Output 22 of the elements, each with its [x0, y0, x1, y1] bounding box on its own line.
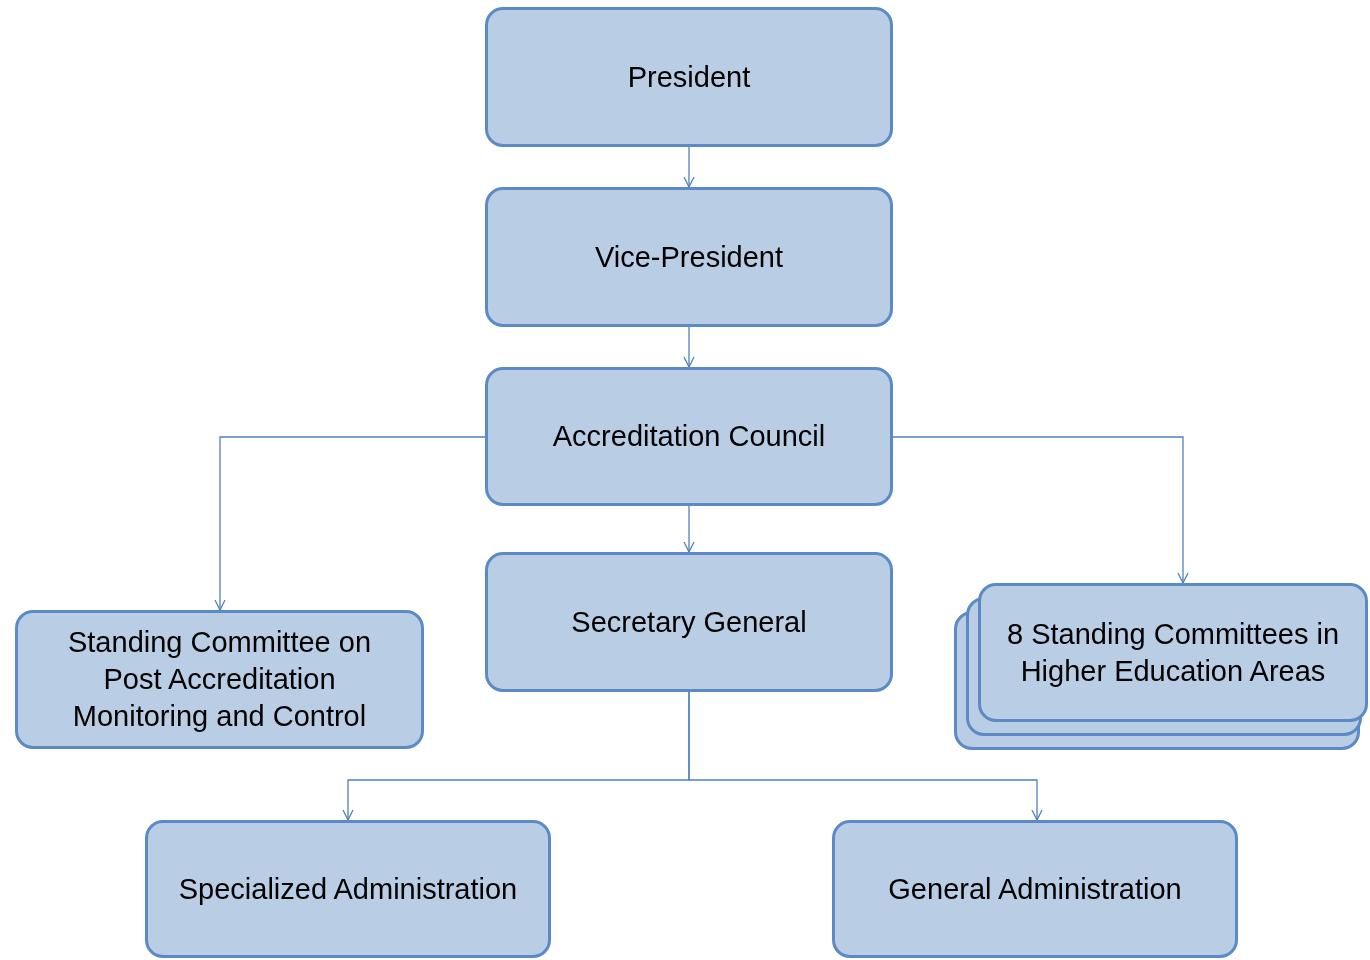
box-label: Secretary General	[571, 604, 807, 640]
process-box	[15, 610, 424, 749]
connector-arrow	[683, 146, 695, 188]
box-label: 8 Standing Committees in Higher Education Areas	[1005, 616, 1341, 689]
process-box	[485, 187, 893, 327]
process-box	[832, 820, 1238, 958]
stacked-process-box	[954, 583, 1368, 751]
box-label: Accreditation Council	[552, 419, 826, 454]
box-label: Standing Committee on Post Accreditation Monitoring and Control	[66, 625, 373, 734]
process-box	[485, 367, 893, 506]
process-box	[145, 820, 551, 958]
connector-arrow	[683, 326, 695, 368]
connector-arrow	[683, 505, 695, 553]
connector-arrow	[688, 691, 1043, 821]
box-label: President	[627, 59, 751, 95]
process-box	[485, 7, 893, 147]
box-label: Specialized Administration	[178, 871, 518, 907]
process-box	[485, 552, 893, 692]
box-label: Vice-President	[594, 239, 784, 275]
box-label: General Administration	[888, 871, 1182, 907]
connector-arrow	[214, 436, 486, 611]
connector-arrow	[892, 436, 1189, 584]
